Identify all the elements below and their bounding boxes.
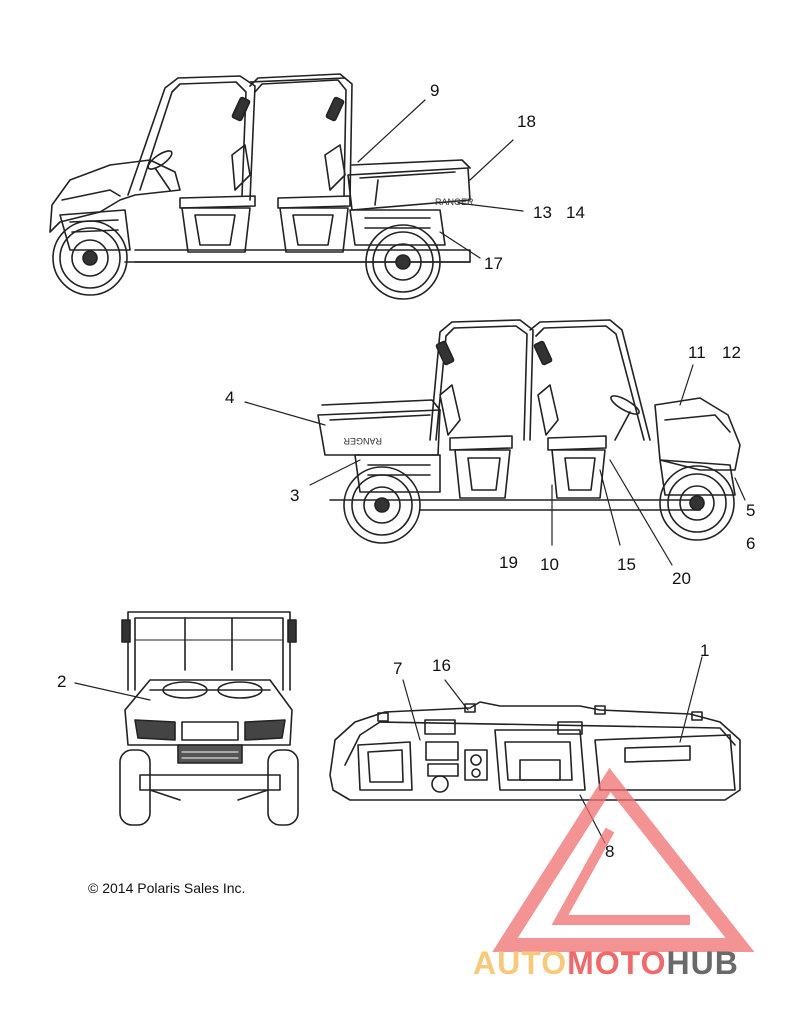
cargo-decal-text-middle: RANGER <box>343 436 382 446</box>
callout-8: 8 <box>605 842 615 861</box>
rear-wheel-top <box>365 224 441 300</box>
watermark-moto: MOTO <box>567 945 667 981</box>
rear-wheel-middle <box>343 466 421 544</box>
callout-15: 15 <box>617 555 636 574</box>
watermark-hub: HUB <box>666 945 739 981</box>
callout-17: 17 <box>484 254 503 273</box>
callout-12: 12 <box>722 343 741 362</box>
watermark-auto: AUTO <box>473 945 568 981</box>
callout-6: 6 <box>746 534 756 553</box>
copyright-notice: © 2014 Polaris Sales Inc. <box>88 880 246 896</box>
callout-2: 2 <box>57 672 67 691</box>
vehicle-middle-side-view <box>244 319 746 566</box>
front-wheel-top <box>52 220 128 296</box>
callout-3: 3 <box>290 486 300 505</box>
callout-14: 14 <box>566 203 585 222</box>
callout-11: 11 <box>688 343 706 362</box>
vehicle-front-view: POLARIS <box>74 611 299 826</box>
dashboard-view <box>329 656 741 844</box>
watermark-text: AUTOMOTOHUB <box>473 947 739 979</box>
callout-20: 20 <box>672 569 691 588</box>
callout-18: 18 <box>517 112 536 131</box>
front-wheel-middle <box>659 465 735 541</box>
callout-16: 16 <box>432 656 451 675</box>
callout-7: 7 <box>393 659 403 678</box>
front-decal-text: POLARIS <box>192 726 228 735</box>
callout-10: 10 <box>540 555 559 574</box>
callout-1: 1 <box>700 641 710 660</box>
callout-5: 5 <box>746 501 756 520</box>
callout-13: 13 <box>533 203 552 222</box>
callout-4: 4 <box>225 388 235 407</box>
callout-19: 19 <box>499 553 518 572</box>
vehicle-top-side-view <box>49 73 524 300</box>
cargo-decal-text-top: RANGER <box>435 197 474 207</box>
callout-9: 9 <box>430 81 440 100</box>
watermark-logo <box>492 767 755 952</box>
